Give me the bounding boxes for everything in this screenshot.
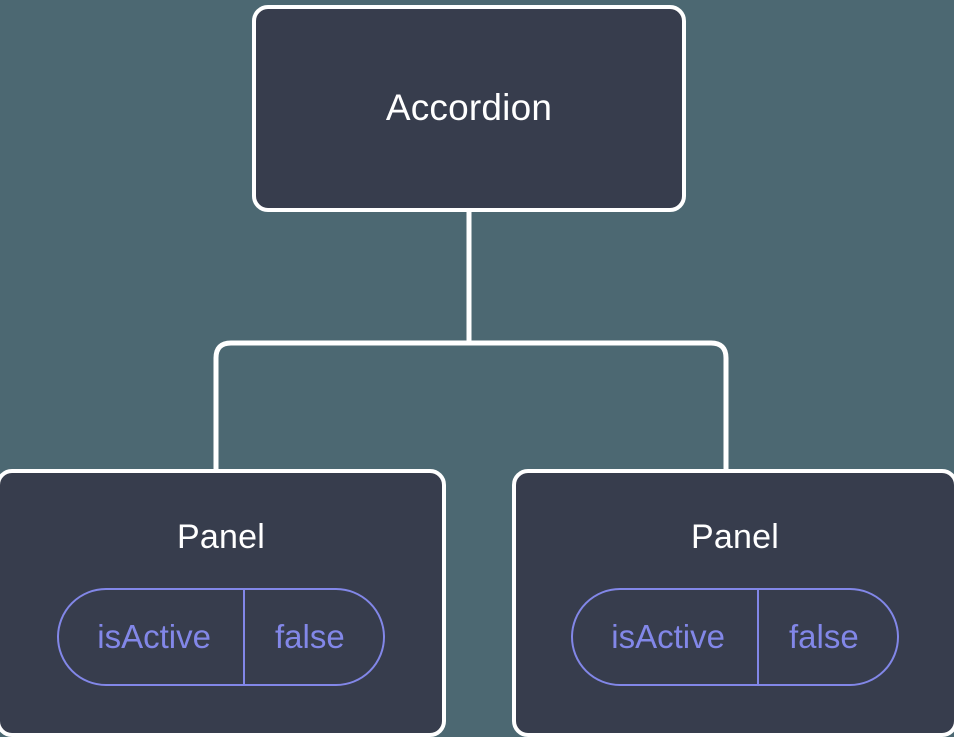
- state-key-panel-2: isActive: [611, 618, 725, 656]
- state-badge-panel-1[interactable]: isActive false: [57, 588, 385, 687]
- node-accordion-title: Accordion: [385, 87, 553, 129]
- state-key-panel-1: isActive: [97, 618, 211, 656]
- state-badge-panel-2[interactable]: isActive false: [571, 588, 899, 687]
- state-value-panel-2: false: [756, 590, 897, 685]
- state-value-panel-1: false: [242, 590, 383, 685]
- node-panel-2[interactable]: Panel isActive false: [512, 469, 954, 737]
- connector-right-branch: [469, 340, 729, 473]
- connector-left-branch: [213, 340, 469, 473]
- node-panel-2-title: Panel: [691, 518, 779, 556]
- node-accordion[interactable]: Accordion: [252, 5, 686, 212]
- node-panel-1[interactable]: Panel isActive false: [0, 469, 446, 737]
- node-panel-1-title: Panel: [177, 518, 265, 556]
